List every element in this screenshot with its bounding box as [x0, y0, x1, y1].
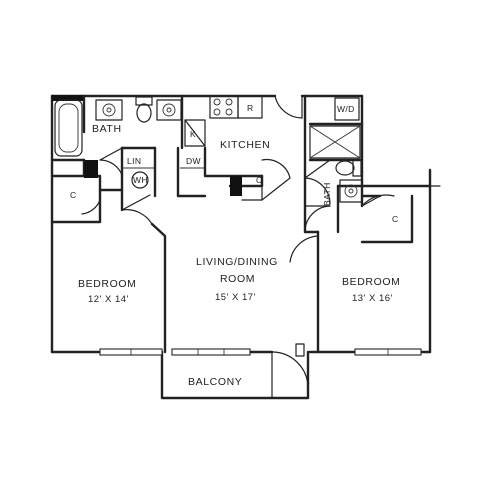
dishwasher-label: DW — [186, 156, 201, 166]
window-living — [171, 348, 251, 356]
living-dining: LIVING/DINING ROOM 15' X 17' — [196, 256, 278, 303]
water-heater-tank — [131, 171, 149, 189]
sink-counter-left — [95, 99, 123, 121]
hvac-kitchen — [230, 176, 242, 196]
living-dimensions: 15' X 17' — [215, 292, 256, 303]
bedroom-right-dimensions: 13' X 16' — [352, 293, 393, 304]
bedroom-right-door[interactable] — [304, 205, 331, 233]
balcony-label: BALCONY — [188, 376, 242, 388]
water-heater: WH — [131, 171, 149, 189]
balcony: BALCONY — [160, 350, 310, 400]
kitchen-label: KITCHEN — [220, 139, 270, 151]
bath-right-fixtures: BATH — [322, 159, 363, 206]
toilet-right — [335, 159, 362, 177]
kitchen-sink — [184, 119, 206, 147]
bedroom-left: BEDROOM 12' X 14' — [78, 278, 136, 305]
toilet-left — [135, 96, 153, 123]
windows — [52, 95, 422, 356]
living-right-door[interactable] — [289, 235, 319, 263]
bath-left-fixtures: BATH — [54, 96, 182, 157]
water-heater-label: WH — [133, 175, 148, 185]
bedroom-left-door[interactable] — [121, 194, 153, 225]
sink-counter-left2 — [156, 99, 182, 121]
bath-right-label: BATH — [322, 182, 332, 206]
kitchen-sink-mark: K — [190, 129, 196, 139]
closet-left: C — [70, 160, 101, 223]
kitchen-closet: C — [230, 158, 291, 201]
bath-left-label: BATH — [92, 123, 122, 135]
closet-right: C — [361, 194, 399, 224]
bath-right-door[interactable] — [304, 159, 331, 205]
sink-counter-right — [339, 179, 363, 203]
hvac-left — [84, 160, 98, 178]
closet-left-label: C — [70, 190, 77, 200]
balcony-door[interactable] — [271, 343, 309, 399]
outer-walls — [50, 94, 441, 354]
bedroom-right-label: BEDROOM — [342, 276, 400, 288]
linen-closet: LIN — [122, 156, 155, 169]
entry-door[interactable] — [274, 95, 303, 119]
washer-dryer-label: W/D — [337, 104, 355, 114]
kitchen-fixtures: R K KITCHEN DW — [180, 95, 270, 169]
closet-kitchen-label: C — [256, 175, 263, 185]
bedroom-left-label: BEDROOM — [78, 278, 136, 290]
living-label-line2: ROOM — [220, 273, 255, 285]
bedroom-left-dimensions: 12' X 14' — [88, 294, 129, 305]
shower — [309, 125, 361, 159]
bathtub — [54, 99, 83, 157]
closet-right-label: C — [392, 214, 399, 224]
window-bath-top — [52, 95, 84, 101]
refrigerator-label: R — [247, 103, 254, 113]
refrigerator — [237, 95, 263, 119]
washer-dryer: W/D — [334, 97, 360, 121]
living-label-line1: LIVING/DINING — [196, 256, 278, 268]
shower-stall — [309, 125, 361, 159]
washer-dryer-unit — [334, 97, 360, 121]
bedroom-right: BEDROOM 13' X 16' — [342, 276, 400, 304]
bath-left-door[interactable] — [99, 147, 123, 176]
stove — [209, 95, 239, 119]
linen-label: LIN — [127, 156, 141, 166]
